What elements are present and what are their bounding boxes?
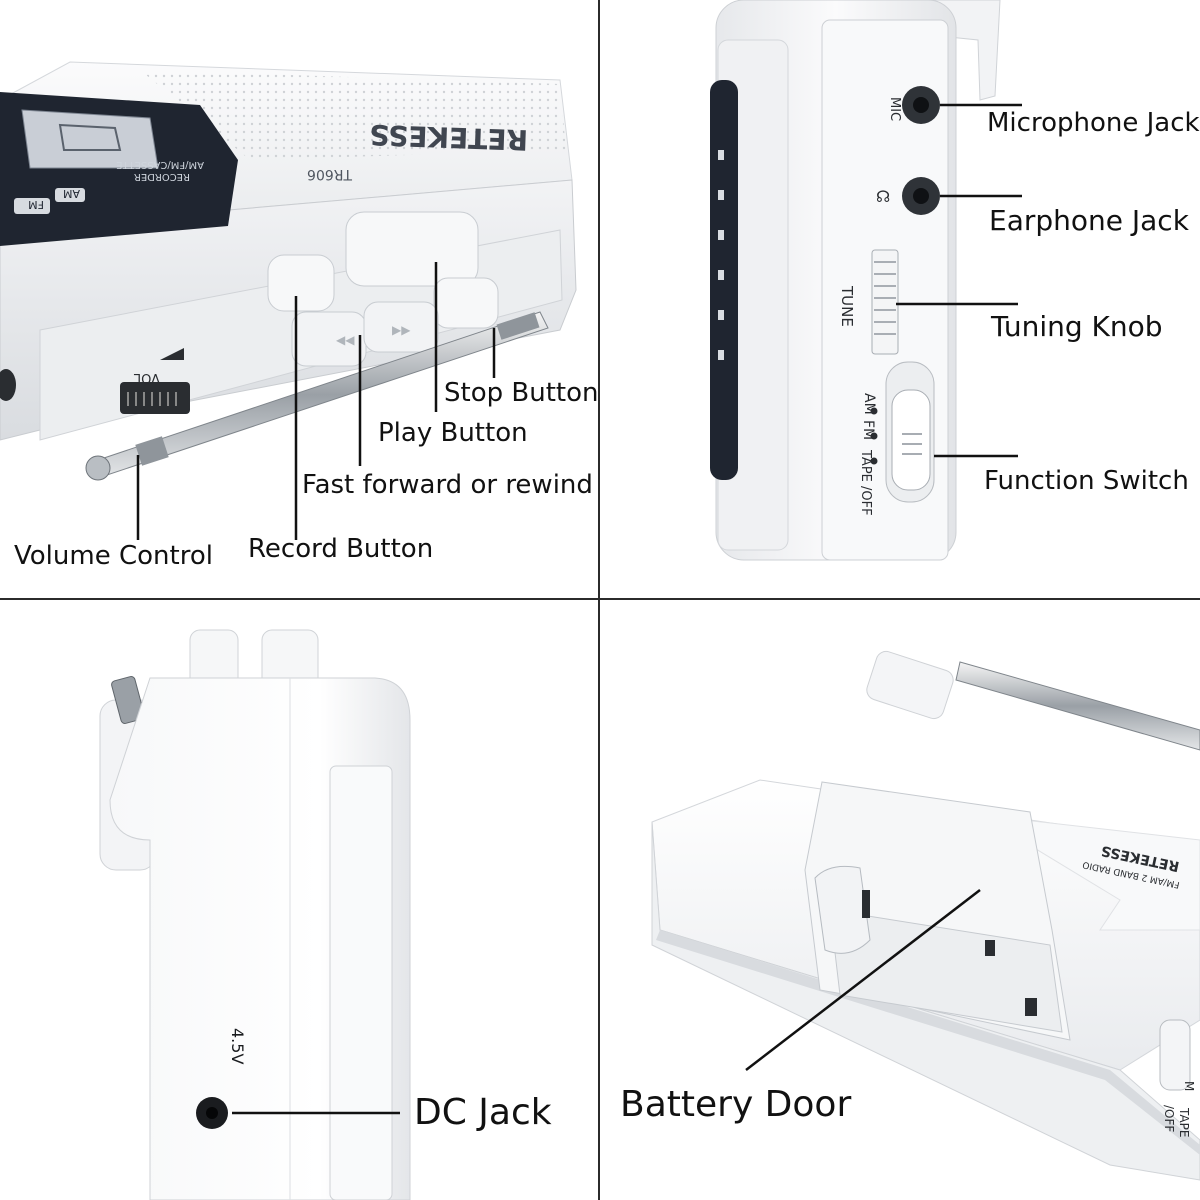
horizontal-divider xyxy=(0,598,1200,600)
panel-right-side-view: MIC ☊ TUNE AM FM TAPE /OFF Microphone Ja… xyxy=(600,0,1200,598)
label-stop-button: Stop Button xyxy=(444,378,598,408)
label-function-switch: Function Switch xyxy=(984,466,1189,496)
device-tune-text: TUNE xyxy=(838,285,856,327)
device-mic-text: MIC xyxy=(887,97,902,121)
device-band-am-text: AM xyxy=(63,187,80,200)
panel-front-view: FM AM AM/FM/CASSETTE RECORDER RETEKESS T… xyxy=(0,0,598,598)
device-brand-text: RETEKESS xyxy=(369,118,529,157)
label-microphone-jack: Microphone Jack xyxy=(987,108,1200,138)
device-subtitle-2: RECORDER xyxy=(134,171,190,182)
svg-text:◀◀: ◀◀ xyxy=(336,333,355,347)
label-dc-jack: DC Jack xyxy=(414,1092,552,1133)
label-battery-door: Battery Door xyxy=(620,1084,852,1125)
panel-bottom-view: RETEKESS FM/AM 2 BAND RADIO TAPE /OFF M … xyxy=(600,600,1200,1200)
front-view-illustration: FM AM AM/FM/CASSETTE RECORDER RETEKESS T… xyxy=(0,61,577,540)
right-side-view-illustration: MIC ☊ TUNE AM FM TAPE /OFF xyxy=(710,0,1022,561)
headphone-icon: ☊ xyxy=(876,187,890,206)
label-fast-forward-rewind: Fast forward or rewind xyxy=(302,470,593,500)
label-record-button: Record Button xyxy=(248,534,434,564)
left-side-view-illustration: 4.5V xyxy=(99,629,411,1200)
device-am-text: AM xyxy=(861,393,877,415)
device-fm-text: FM xyxy=(860,420,876,440)
device-model-text: TR606 xyxy=(307,166,353,182)
vertical-divider xyxy=(598,0,600,1200)
device-switch-tape-text: TAPE xyxy=(1177,1107,1191,1137)
label-tuning-knob: Tuning Knob xyxy=(991,310,1163,343)
label-volume-control: Volume Control xyxy=(14,541,213,571)
svg-text:▶▶: ▶▶ xyxy=(392,323,411,337)
label-play-button: Play Button xyxy=(378,418,528,448)
device-voltage-text: 4.5V xyxy=(228,1028,247,1064)
device-tape-off-text: TAPE /OFF xyxy=(858,449,873,516)
label-earphone-jack: Earphone Jack xyxy=(989,204,1189,237)
bottom-view-illustration: RETEKESS FM/AM 2 BAND RADIO TAPE /OFF M xyxy=(651,650,1200,1181)
device-switch-off-text: /OFF xyxy=(1162,1105,1176,1132)
panel-left-side-view: 4.5V DC Jack xyxy=(0,600,598,1200)
device-band-fm-text: FM xyxy=(28,198,44,211)
device-switch-m-text: M xyxy=(1182,1081,1196,1091)
device-vol-text: VOL xyxy=(133,370,160,385)
device-subtitle-1: AM/FM/CASSETTE xyxy=(116,159,204,170)
